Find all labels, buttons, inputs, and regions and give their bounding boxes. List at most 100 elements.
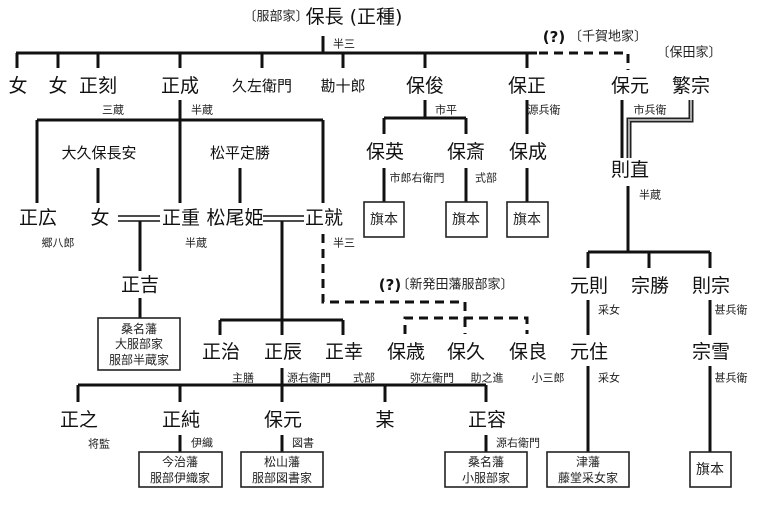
person-name: 保元	[611, 75, 649, 97]
person-name: 元則	[570, 275, 608, 297]
root-founder-name: 保長 (正種)	[306, 6, 403, 28]
connector-line	[96, 168, 242, 203]
connector-line	[382, 168, 529, 202]
lineage-box: 旗本	[506, 201, 549, 238]
lineage-box-frame	[138, 451, 223, 488]
person-title: 式部	[353, 371, 375, 385]
person-name: 保歳	[387, 341, 425, 363]
lineage-box-frame	[445, 201, 488, 238]
house-label: 〔新発田藩服部家〕	[396, 277, 513, 293]
lineage-box: 旗本	[445, 201, 488, 238]
person-title: 将監	[88, 437, 110, 451]
person-title: 源兵衛	[528, 103, 561, 117]
connector-line	[76, 385, 488, 402]
person-name: 保英	[366, 141, 404, 163]
person-name: 保俊	[406, 75, 444, 97]
lineage-box-frame	[363, 201, 405, 238]
lineage-box: 桑名藩 小服部家	[444, 451, 528, 488]
lineage-box: 桑名藩 大服部家 服部半蔵家	[97, 317, 181, 371]
lineage-box-frame	[240, 451, 324, 488]
lineage-box: 津藩 藤堂采女家	[546, 451, 630, 488]
lineage-box-text: 桑名藩	[468, 454, 504, 469]
person-title: 郷八郎	[42, 236, 75, 250]
person-title: 半蔵	[191, 103, 213, 117]
uncertain-connector-line	[321, 234, 467, 318]
person-name: 元住	[570, 341, 608, 363]
lineage-box-text: 大服部家	[115, 336, 163, 351]
person-name: 則直	[611, 159, 649, 181]
generation-2: 正広 郷八郎 女 正重 半蔵 松尾姫 正就 半三 保英 市郎右衛門 保斎 式部 …	[19, 141, 661, 250]
lineage-box-text: 藤堂采女家	[558, 470, 618, 485]
person-title: 小三郎	[532, 371, 565, 385]
person-title: 源右衛門	[287, 371, 331, 385]
lineage-box-frame	[689, 451, 732, 488]
person-name: 正之	[60, 409, 98, 431]
person-title: 市平	[435, 103, 457, 117]
person-title: 式部	[475, 171, 497, 185]
person-name: 勘十郎	[320, 77, 365, 95]
person-title: 市郎右衛門	[390, 171, 445, 185]
person-name: 女	[48, 75, 67, 97]
person-name: 正広	[19, 207, 57, 229]
lineage-box-text: 服部図書家	[252, 470, 312, 485]
connector-line	[178, 435, 488, 452]
person-name: 保良	[509, 341, 547, 363]
person-name: 則宗	[692, 275, 730, 297]
uncertain-mark: (?)	[379, 276, 401, 294]
adoption-line-inner	[628, 100, 692, 158]
person-name: 正幸	[325, 341, 363, 363]
person-name: 正就	[305, 207, 343, 229]
connector-line	[586, 186, 712, 268]
person-name: 久左衛門	[232, 77, 292, 95]
person-title: 伊織	[191, 437, 213, 450]
lineage-box-frame	[546, 451, 630, 488]
lineage-box-text: 服部伊織家	[150, 470, 210, 485]
connector-line	[218, 318, 345, 335]
person-title: 弥左衛門	[410, 371, 454, 385]
person-title: 甚兵衛	[715, 372, 748, 385]
person-title: 図書	[292, 436, 314, 450]
connector-line	[35, 120, 325, 203]
lineage-box: 今治藩 服部伊織家	[138, 451, 223, 488]
root-house-label: 〔服部家〕	[243, 9, 308, 25]
root-founder-title: 半三	[333, 37, 355, 51]
person-title: 三蔵	[102, 104, 124, 117]
person-title: 半三	[333, 236, 355, 250]
person-name: 松尾姫	[206, 207, 263, 229]
lineage-box-text: 旗本	[370, 212, 398, 228]
lineage-box: 旗本	[363, 201, 405, 238]
person-name: 正重	[162, 207, 200, 229]
person-name: 宗雪	[692, 341, 730, 363]
person-name: 女	[8, 75, 27, 97]
connector-line	[382, 100, 468, 134]
person-name: 正吉	[121, 274, 159, 296]
person-name: 保斎	[447, 141, 485, 163]
person-name: 正容	[468, 409, 506, 431]
person-name: 繁宗	[672, 75, 710, 97]
house-label: 〔保田家〕	[656, 45, 721, 61]
lineage-box-text: 松山藩	[264, 455, 300, 469]
person-name: 正治	[202, 341, 240, 363]
person-name: 宗勝	[631, 275, 669, 297]
lineage-box-text: 旗本	[452, 212, 480, 228]
lineage-box: 旗本	[689, 451, 732, 488]
generation-1: 女 女 正刻 三蔵 正成 半蔵 久左衛門 勘十郎 保俊 市平 保正 源兵衛 (?…	[8, 28, 721, 117]
person-title: 主膳	[232, 371, 254, 385]
in-law-name: 大久保長安	[61, 144, 136, 162]
lineage-box-frame	[97, 317, 181, 371]
lineage-box-text: 今治藩	[162, 454, 198, 469]
uncertain-mark: (?)	[543, 28, 565, 46]
person-name: 保正	[508, 75, 546, 97]
connector-line	[586, 300, 712, 335]
generation-4: 正之 将監 正純 伊織 保元 図書 某 正容 源右衛門 元住 采女 宗雪 甚兵衛	[60, 341, 748, 451]
lineage-box-frame	[506, 201, 549, 238]
uncertain-connector-line	[403, 316, 529, 334]
house-label: 〔千賀地家〕	[569, 29, 647, 45]
lineage-box: 松山藩 服部図書家	[240, 451, 324, 488]
person-title: 采女	[598, 371, 620, 385]
person-title: 甚兵衛	[715, 304, 748, 317]
person-title: 半蔵	[185, 236, 207, 250]
person-title: 半蔵	[639, 188, 661, 202]
lineage-box-text: 旗本	[513, 212, 541, 228]
